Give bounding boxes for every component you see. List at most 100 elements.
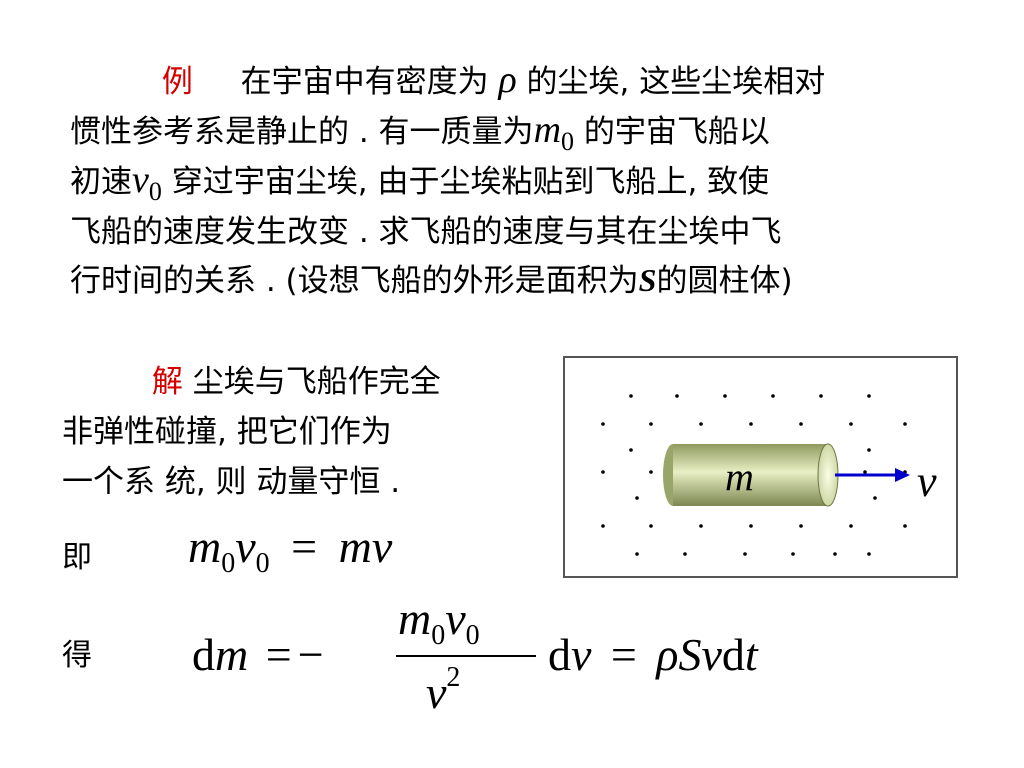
dust-dot [699, 422, 703, 426]
dust-dot [743, 552, 747, 556]
dust-dot [629, 448, 633, 452]
eq1-v: v [235, 521, 256, 572]
eq2-label: 得 [62, 638, 92, 673]
equation-momentum: m0v0 = mv [188, 520, 392, 580]
eq2-equals: = [265, 629, 292, 680]
dust-dot [867, 394, 871, 398]
solution-line-3: 一个系 统, 则 动量守恒 . [62, 462, 400, 502]
problem-text-1b: 的尘埃, 这些尘埃相对 [526, 64, 826, 100]
den-v: v [426, 667, 447, 718]
num-v: v [445, 593, 466, 644]
dust-dot [629, 394, 633, 398]
rhs-d: d [721, 629, 745, 680]
eq2-d: d [192, 629, 215, 680]
dust-dot [863, 470, 867, 474]
solution-text-3: 一个系 统, 则 动量守恒 . [62, 464, 401, 500]
eq1-equals: = [291, 521, 318, 572]
dust-dot [771, 394, 775, 398]
dust-dot [723, 394, 727, 398]
problem-text-5b: 的圆柱体) [656, 263, 793, 299]
problem-text-4: 飞船的速度发生改变 . 求飞船的速度与其在尘埃中飞 [70, 214, 782, 250]
solution-line-2: 非弹性碰撞, 把它们作为 [62, 412, 392, 452]
num-m: m [398, 593, 432, 644]
eq1-sub-v: 0 [255, 548, 270, 579]
mass-symbol: m [533, 109, 562, 151]
dv-d: d [548, 629, 571, 680]
dust-dot [833, 552, 837, 556]
problem-line-2: 惯性参考系是静止的 . 有一质量为m0 的宇宙飞船以 [70, 110, 770, 162]
dust-dot [903, 422, 907, 426]
dust-dot [849, 422, 853, 426]
dust-dot [873, 496, 877, 500]
rhs-v: v [701, 629, 722, 680]
dust-dot [699, 524, 703, 528]
problem-text-5: 行时间的关系 . (设想飞船的外形是面积为 [70, 263, 639, 299]
eq1-rhs: mv [338, 521, 393, 572]
eq1-m: m [188, 521, 222, 572]
spaceship-cylinder [663, 443, 839, 507]
equation-dm-lhs: dm =− [192, 628, 324, 681]
num-sub-m: 0 [431, 620, 446, 651]
dust-dot [635, 496, 639, 500]
dust-dot [683, 552, 687, 556]
problem-text-2b: 的宇宙飞船以 [583, 114, 770, 150]
mass-label: m [725, 454, 754, 499]
dust-dot [601, 470, 605, 474]
subscript-zero: 0 [148, 177, 162, 206]
velocity-label: v [917, 457, 937, 506]
dust-dot [791, 552, 795, 556]
dust-dot [675, 394, 679, 398]
dust-dot [799, 422, 803, 426]
dust-dot [649, 524, 653, 528]
eq2-m: m [215, 629, 249, 680]
problem-line-1: 例 在宇宙中有密度为 ρ 的尘埃, 这些尘埃相对 [70, 60, 825, 102]
fraction-bar [396, 655, 536, 657]
cylinder-body [673, 444, 828, 506]
solution-label: 解 [151, 364, 183, 400]
rhs-S: S [678, 629, 702, 680]
dust-dot [867, 552, 871, 556]
problem-text-3b: 穿过宇宙尘埃, 由于尘埃粘贴到飞船上, 致使 [171, 164, 770, 200]
dust-dot [867, 448, 871, 452]
dust-dot [799, 524, 803, 528]
velocity-arrow-head [895, 468, 910, 482]
solution-text-1: 尘埃与飞船作完全 [192, 364, 441, 400]
dv-v: v [571, 629, 592, 680]
num-sub-v: 0 [465, 620, 480, 651]
problem-line-4: 飞船的速度发生改变 . 求飞船的速度与其在尘埃中飞 [70, 212, 782, 252]
area-symbol: S [638, 262, 657, 298]
equation-dm-rhs: dv = ρSvdt [548, 628, 758, 681]
fraction-denominator: v2 [426, 662, 460, 719]
problem-line-3: 初速v0 穿过宇宙尘埃, 由于尘埃粘贴到飞船上, 致使 [70, 160, 769, 212]
dust-dot [635, 552, 639, 556]
example-label: 例 [161, 64, 193, 100]
problem-line-5: 行时间的关系 . (设想飞船的外形是面积为S的圆柱体) [70, 260, 793, 301]
eq1-label: 即 [62, 540, 92, 575]
rhs-rho: ρ [656, 629, 679, 680]
problem-text-2: 惯性参考系是静止的 . 有一质量为 [70, 114, 534, 150]
rho-symbol: ρ [498, 59, 517, 101]
problem-text-1: 在宇宙中有密度为 [240, 64, 489, 100]
dust-dot [601, 524, 605, 528]
solution-line-1: 解 尘埃与飞船作完全 [62, 362, 441, 402]
dust-dot [749, 524, 753, 528]
problem-text-3: 初速 [70, 164, 132, 200]
dust-dot [601, 422, 605, 426]
den-sup: 2 [446, 662, 461, 693]
dust-dot [903, 524, 907, 528]
velocity-symbol: v [132, 159, 149, 201]
solution-text-2: 非弹性碰撞, 把它们作为 [62, 414, 392, 450]
subscript-zero: 0 [561, 127, 575, 156]
fraction-numerator: m0v0 [398, 592, 480, 652]
eq1-sub-m: 0 [221, 548, 236, 579]
rhs-t: t [744, 629, 758, 680]
dust-dot [749, 422, 753, 426]
spaceship-figure: m v [563, 356, 958, 578]
dust-dot [649, 422, 653, 426]
figure-svg: m v [601, 394, 937, 556]
dust-dot [849, 524, 853, 528]
dust-dot [649, 470, 653, 474]
eq2-equals2: = [610, 629, 637, 680]
eq2-minus: − [297, 629, 324, 680]
dust-dot [819, 394, 823, 398]
